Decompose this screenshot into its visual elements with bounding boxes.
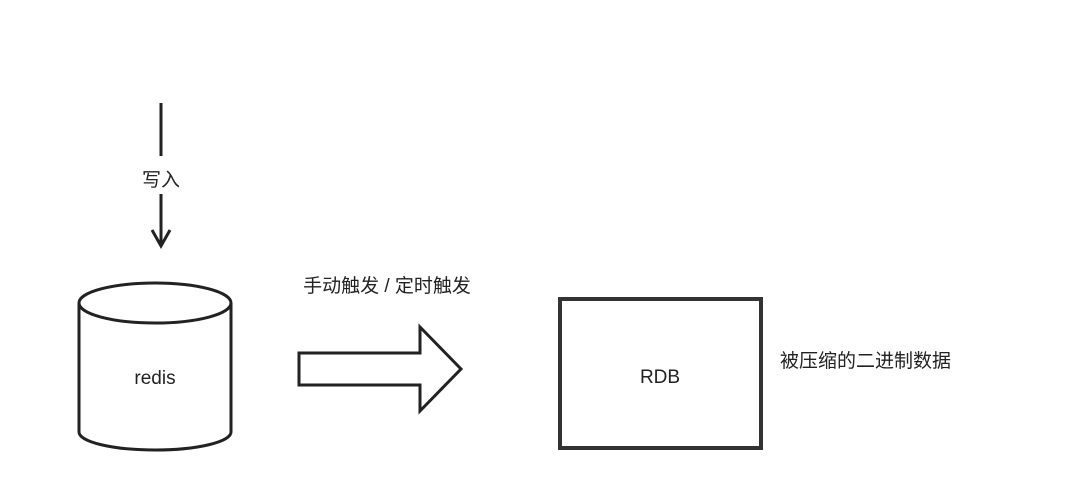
rdb-description: 被压缩的二进制数据: [780, 350, 951, 372]
rdb-rectangle: [558, 297, 763, 450]
trigger-label: 手动触发 / 定时触发: [303, 275, 471, 297]
write-label: 写入: [142, 170, 180, 191]
trigger-arrow: 手动触发 / 定时触发: [297, 275, 471, 415]
write-arrow-head: [150, 229, 172, 250]
redis-label: redis: [134, 368, 175, 389]
block-arrow-right: [297, 323, 464, 415]
rdb-box: RDB: [558, 297, 763, 450]
redis-cylinder-body: [77, 303, 233, 452]
redis-cylinder-top: [77, 281, 233, 325]
rdb-label: RDB: [640, 367, 680, 388]
write-arrow: 写入: [142, 103, 180, 250]
redis-cylinder: redis: [77, 281, 233, 452]
